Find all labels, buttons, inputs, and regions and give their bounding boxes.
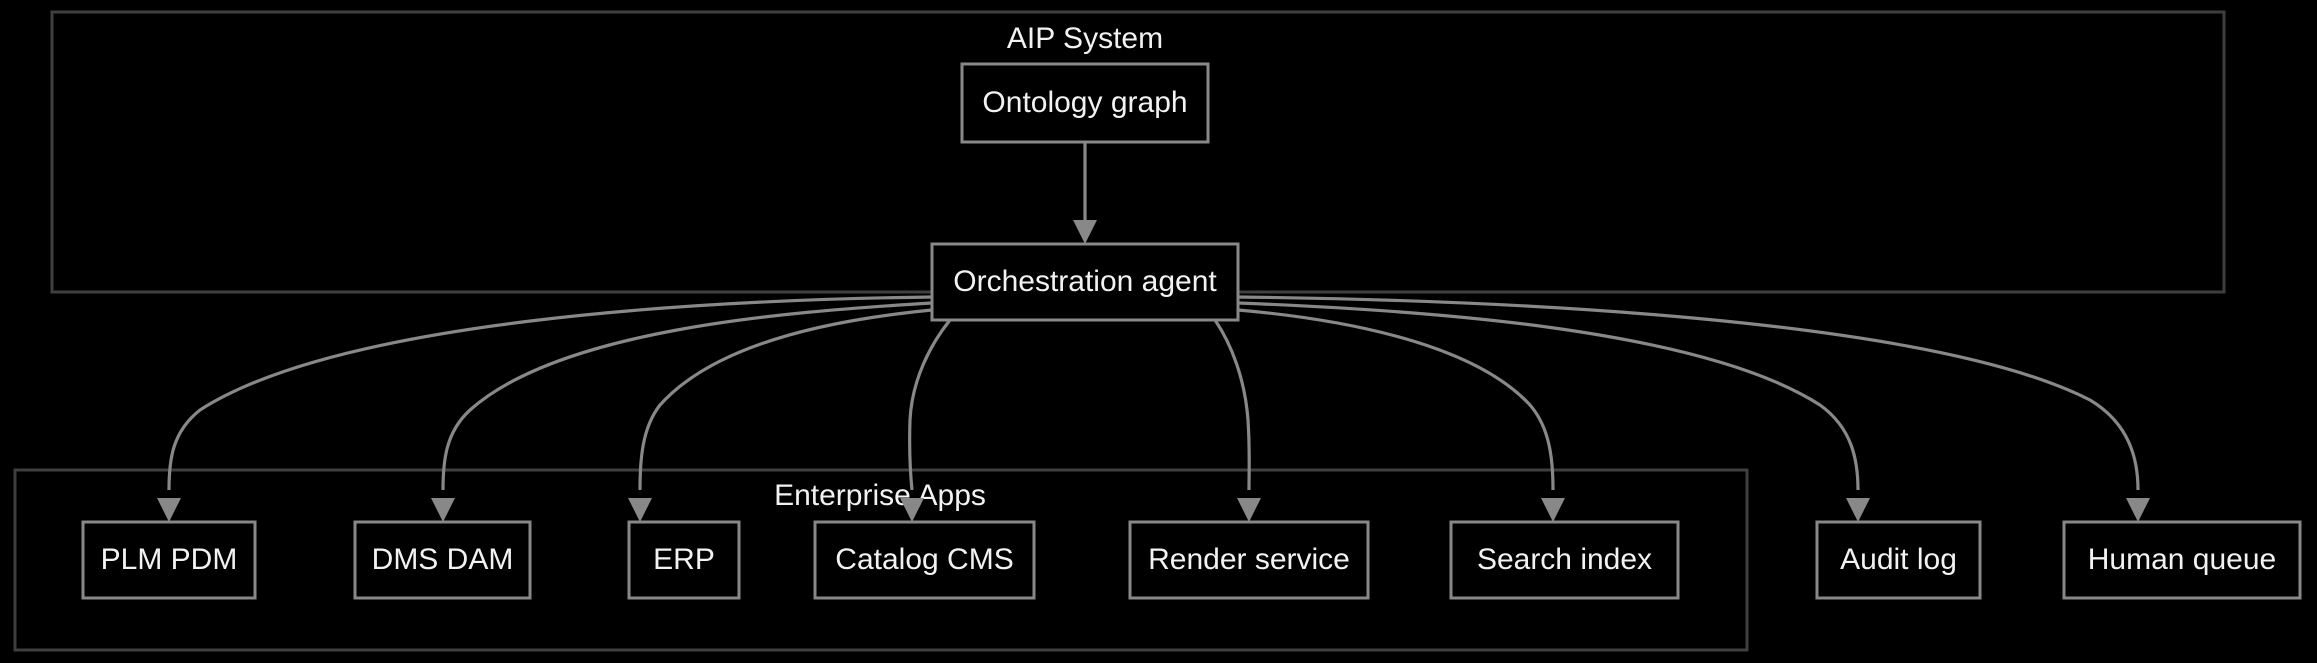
edge-ontology-to-orchestration — [1073, 142, 1097, 244]
node-label-catalog-cms: Catalog CMS — [835, 543, 1013, 576]
edge-orchestration-to-plm-pdm-line — [167, 295, 933, 491]
edge-orchestration-to-plm-pdm-arrowhead-icon — [157, 498, 181, 522]
edge-orchestration-to-audit-log-arrowhead-icon — [1846, 498, 1870, 522]
node-label-orchestration-agent: Orchestration agent — [953, 265, 1217, 298]
node-box-render-service[interactable] — [1128, 520, 1370, 600]
edges-layer — [157, 142, 2150, 522]
node-dms-dam[interactable]: DMS DAM — [353, 520, 532, 600]
edge-orchestration-to-catalog-cms-arrowhead-icon — [900, 498, 924, 522]
node-human-queue[interactable]: Human queue — [2062, 520, 2302, 600]
node-ontology-graph[interactable]: Ontology graph — [960, 62, 1210, 144]
edge-orchestration-to-render-service — [1213, 319, 1261, 522]
node-search-index[interactable]: Search index — [1449, 520, 1680, 600]
edge-orchestration-to-audit-log-line — [1237, 301, 1860, 491]
edge-orchestration-to-audit-log — [1237, 301, 1870, 522]
edge-orchestration-to-erp — [628, 308, 933, 522]
node-box-catalog-cms[interactable] — [813, 520, 1036, 600]
edge-orchestration-to-render-service-arrowhead-icon — [1237, 498, 1261, 522]
node-box-dms-dam[interactable] — [353, 520, 532, 600]
edge-orchestration-to-human-queue-line — [1237, 295, 2140, 491]
cluster-box-enterprise-apps — [13, 468, 1749, 652]
cluster-label-aip-system: AIP System — [1007, 22, 1163, 55]
edge-orchestration-to-human-queue — [1237, 295, 2150, 522]
node-plm-pdm[interactable]: PLM PDM — [81, 520, 257, 600]
node-box-ontology-graph[interactable] — [960, 62, 1210, 144]
node-box-orchestration-agent[interactable] — [930, 242, 1240, 322]
node-box-audit-log[interactable] — [1815, 520, 1982, 600]
node-audit-log[interactable]: Audit log — [1815, 520, 1982, 600]
edge-orchestration-to-erp-line — [638, 308, 933, 491]
node-catalog-cms[interactable]: Catalog CMS — [813, 520, 1036, 600]
node-label-erp: ERP — [653, 543, 715, 576]
edge-orchestration-to-catalog-cms — [900, 319, 952, 522]
edge-orchestration-to-search-index — [1237, 308, 1565, 522]
node-label-dms-dam: DMS DAM — [372, 543, 514, 576]
edge-orchestration-to-catalog-cms-line — [908, 319, 952, 491]
edge-orchestration-to-render-service-line — [1213, 319, 1251, 491]
node-box-erp[interactable] — [627, 520, 741, 600]
node-orchestration-agent[interactable]: Orchestration agent — [930, 242, 1240, 322]
node-label-ontology-graph: Ontology graph — [982, 86, 1187, 119]
node-label-plm-pdm: PLM PDM — [101, 543, 238, 576]
cluster-enterprise-apps: Enterprise Apps — [13, 468, 1749, 652]
edge-ontology-to-orchestration-arrowhead-icon — [1073, 220, 1097, 244]
node-label-audit-log: Audit log — [1840, 543, 1957, 576]
edge-orchestration-to-dms-dam-arrowhead-icon — [431, 498, 455, 522]
node-label-render-service: Render service — [1148, 543, 1350, 576]
edge-orchestration-to-erp-arrowhead-icon — [628, 498, 652, 522]
node-box-plm-pdm[interactable] — [81, 520, 257, 600]
node-erp[interactable]: ERP — [627, 520, 741, 600]
edge-orchestration-to-plm-pdm — [157, 295, 933, 522]
node-label-human-queue: Human queue — [2088, 543, 2276, 576]
node-box-human-queue[interactable] — [2062, 520, 2302, 600]
node-label-search-index: Search index — [1477, 543, 1652, 576]
edge-orchestration-to-search-index-arrowhead-icon — [1541, 498, 1565, 522]
node-box-search-index[interactable] — [1449, 520, 1680, 600]
edge-orchestration-to-human-queue-arrowhead-icon — [2126, 498, 2150, 522]
edge-orchestration-to-dms-dam — [431, 301, 933, 522]
edge-orchestration-to-dms-dam-line — [441, 301, 933, 491]
node-render-service[interactable]: Render service — [1128, 520, 1370, 600]
edge-orchestration-to-search-index-line — [1237, 308, 1555, 491]
cluster-label-enterprise-apps: Enterprise Apps — [774, 479, 986, 512]
